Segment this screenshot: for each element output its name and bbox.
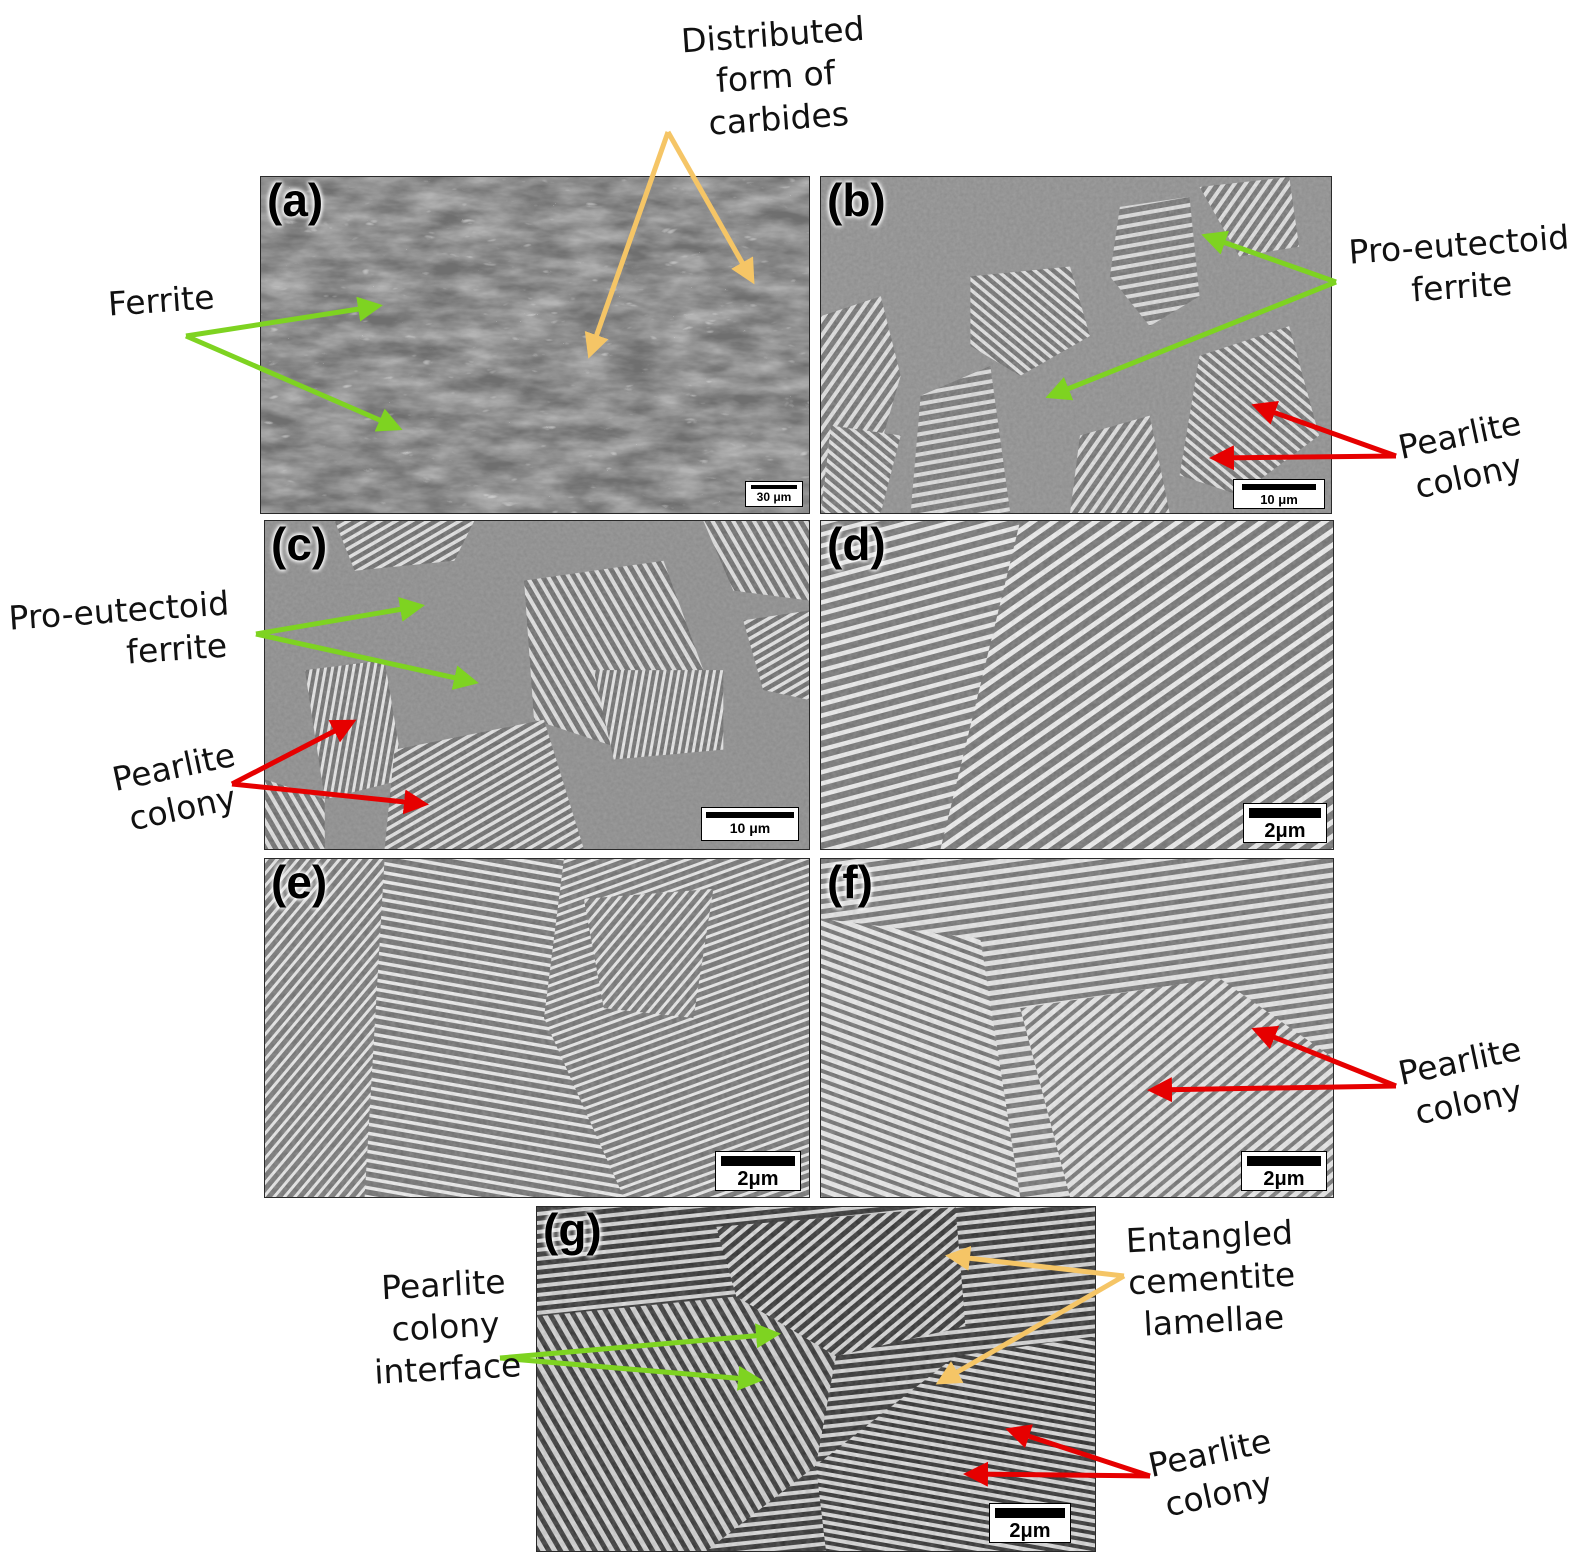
micrograph-panel-f: (f) 2μm [820,858,1334,1198]
micrograph-image-e [265,859,809,1197]
annotation-proeutectoid-c: Pro-eutectoid ferrite [7,582,233,682]
scale-bar-text-a: 30 μm [756,490,792,504]
annotation-pearlite-c: Pearlite colony [109,734,248,842]
scale-bar-text-d: 2μm [1264,820,1306,842]
micrograph-panel-d: (d) 2μm [820,520,1334,850]
annotation-pearlite-g: Pearlite colony [1145,1420,1284,1528]
micrograph-image-a [261,177,809,513]
annotation-interface-g-line3: interface [373,1345,523,1393]
scale-bar-a: 30 μm [745,481,803,507]
panel-label-d: (d) [827,520,886,570]
scale-bar-d: 2μm [1243,803,1327,843]
panel-label-f: (f) [827,858,873,908]
panel-label-e: (e) [271,858,328,908]
panel-label-g: (g) [543,1206,602,1256]
scale-bar-line-e [721,1156,795,1166]
scale-bar-line-g [995,1508,1065,1518]
micrograph-panel-a: (a) 30 μm [260,176,810,514]
panel-label-c: (c) [271,520,328,570]
micrograph-panel-g: (g) 2μm [536,1206,1096,1552]
annotation-pearlite-b: Pearlite colony [1395,402,1534,510]
scale-bar-line-c [706,812,794,818]
scale-bar-text-g: 2μm [1009,1520,1051,1542]
scale-bar-line-f [1247,1156,1321,1166]
micrograph-panel-b: (b) 10 μm [820,176,1332,514]
panel-label-a: (a) [267,176,324,226]
scale-bar-text-f: 2μm [1263,1168,1305,1190]
micrograph-image-g [537,1207,1095,1551]
scale-bar-line-b [1242,484,1316,490]
scale-bar-text-e: 2μm [737,1168,779,1190]
scale-bar-line-d [1249,808,1321,818]
scale-bar-text-b: 10 μm [1260,492,1298,507]
annotation-ferrite-a-line1: Ferrite [106,277,216,324]
panel-label-b: (b) [827,176,886,226]
scale-bar-b: 10 μm [1233,479,1325,509]
scale-bar-line-a [751,485,797,489]
scale-bar-e: 2μm [715,1151,801,1191]
annotation-carbides: Distributed form of carbides [680,8,872,147]
micrograph-panel-e: (e) 2μm [264,858,810,1198]
scale-bar-f: 2μm [1241,1151,1327,1191]
scale-bar-c: 10 μm [701,807,799,841]
micrograph-image-c [265,521,809,849]
micrograph-image-d [821,521,1333,849]
annotation-pearlite-f: Pearlite colony [1395,1028,1534,1136]
annotation-interface-g: Pearlite colony interface [369,1260,523,1394]
scale-bar-g: 2μm [989,1503,1071,1543]
micrograph-panel-c: (c) 10 μm [264,520,810,850]
micrograph-image-f [821,859,1333,1197]
scale-bar-text-c: 10 μm [729,820,771,836]
annotation-ferrite-a: Ferrite [107,276,216,326]
annotation-entangled-g: Entangled cementite lamellae [1125,1212,1299,1347]
annotation-proeutectoid-b: Pro-eutectoid ferrite [1347,216,1573,316]
micrograph-image-b [821,177,1331,513]
annotation-entangled-g-line3: lamellae [1142,1297,1286,1345]
